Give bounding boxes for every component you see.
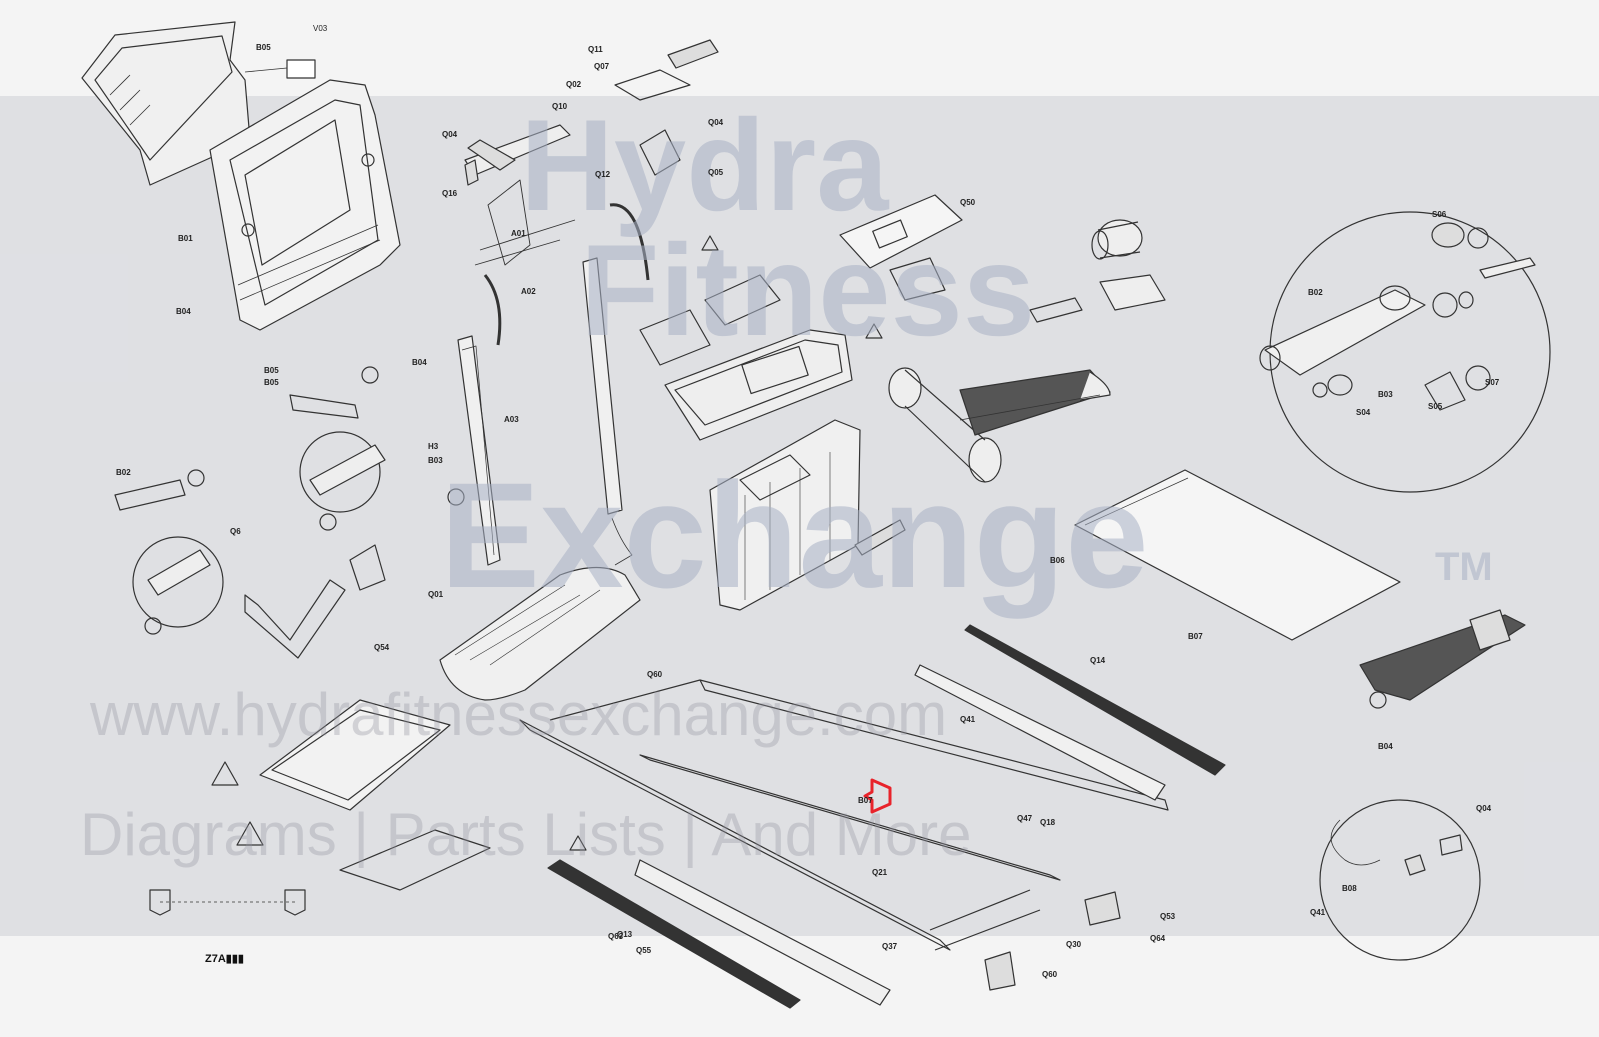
part-label: Q41	[1310, 908, 1326, 917]
highlight-arrow	[863, 778, 892, 814]
part-box-label: V03	[313, 24, 328, 33]
part-label: Q47	[1017, 814, 1033, 823]
part-label: Q04	[442, 130, 458, 139]
part-label: B08	[1342, 884, 1357, 893]
part-label: S06	[1432, 210, 1447, 219]
front-pulley	[888, 367, 922, 409]
part-label: Q37	[882, 942, 898, 951]
watermark-line3: Exchange	[440, 451, 1149, 619]
part-label: Q30	[1066, 940, 1082, 949]
part-label: S04	[1356, 408, 1371, 417]
watermark-tagline: Diagrams | Parts Lists | And More	[80, 801, 972, 868]
part-label: B05	[264, 378, 279, 387]
main-frame	[519, 679, 1169, 951]
part-label: B07	[858, 796, 873, 805]
part-label: B03	[428, 456, 443, 465]
diagram-code: Z7A▮▮▮	[205, 953, 244, 965]
part-label: A02	[521, 287, 536, 296]
part-label: B01	[178, 234, 193, 243]
part-label: Q63	[608, 932, 624, 941]
part-label: Q64	[1150, 934, 1166, 943]
part-label: S05	[1428, 402, 1443, 411]
part-label: B02	[116, 468, 131, 477]
deck-board	[1074, 469, 1401, 641]
watermark-line1: Hydra	[520, 92, 889, 238]
left-upright	[457, 335, 501, 566]
part-label: Q12	[595, 170, 611, 179]
part-label: S07	[1485, 378, 1500, 387]
right-upright	[582, 257, 623, 515]
part-label: Q04	[708, 118, 724, 127]
part-label: B04	[176, 307, 191, 316]
part-label: Q07	[594, 62, 610, 71]
base-tray	[259, 699, 451, 811]
part-label: B04	[412, 358, 427, 367]
part-label: Q21	[872, 868, 888, 877]
motor-hood-arch	[439, 566, 641, 701]
part-label: B05	[264, 366, 279, 375]
console-back-panel	[81, 21, 251, 186]
part-label: Q02	[566, 80, 582, 89]
part-label: Q04	[1476, 804, 1492, 813]
part-label: Q53	[1160, 912, 1176, 921]
part-label: Q50	[960, 198, 976, 207]
side-rail-left	[634, 859, 891, 1006]
watermark-url: www.hydrafitnessexchange.com	[90, 681, 948, 748]
part-label: A03	[504, 415, 519, 424]
side-rail-right	[914, 664, 1166, 801]
part-label: Q54	[374, 643, 390, 652]
part-label: Q55	[636, 946, 652, 955]
part-label: B07	[1188, 632, 1203, 641]
watermark-line2: Fitness	[580, 217, 1036, 363]
part-label: Q14	[1090, 656, 1106, 665]
part-label: B06	[1050, 556, 1065, 565]
part-label: Q60	[647, 670, 663, 679]
part-label: Q05	[708, 168, 724, 177]
part-label: Q13	[617, 930, 633, 939]
part-label: Q41	[960, 715, 976, 724]
part-label: Q60	[1042, 970, 1058, 979]
part-label: A01	[511, 229, 526, 238]
part-label: B03	[1378, 390, 1393, 399]
console-frame	[209, 79, 401, 331]
center-console	[664, 329, 853, 441]
watermark-tm: TM	[1435, 545, 1493, 589]
drive-motor	[1091, 219, 1166, 311]
part-label: Q6	[230, 527, 241, 536]
part-label: Q10	[552, 102, 568, 111]
part-label: Q11	[588, 45, 603, 54]
part-label: Q16	[442, 189, 458, 198]
part-label: B02	[1308, 288, 1323, 297]
part-label: B04	[1378, 742, 1393, 751]
part-label: Q01	[428, 590, 444, 599]
part-label: B05	[256, 43, 271, 52]
display-board	[839, 194, 963, 269]
part-label: H3	[428, 442, 439, 451]
part-label: Q18	[1040, 818, 1056, 827]
